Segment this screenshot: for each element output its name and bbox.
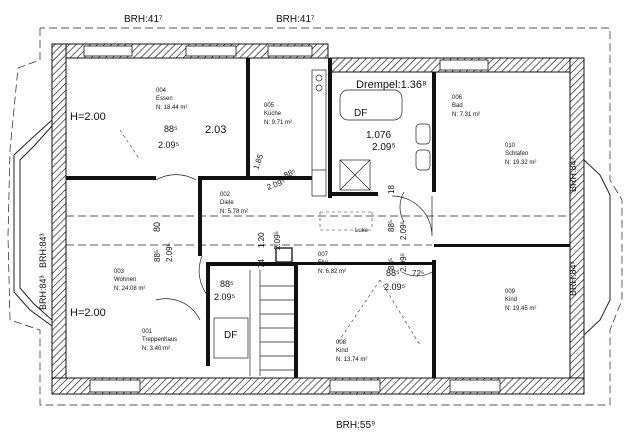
height-label-1: H=2.00 bbox=[70, 111, 106, 123]
svg-text:009: 009 bbox=[505, 289, 516, 295]
bath-fixtures bbox=[339, 89, 431, 191]
svg-text:Treppenhaus: Treppenhaus bbox=[142, 337, 177, 343]
ceiling-lines bbox=[66, 129, 570, 346]
roof-outline bbox=[7, 27, 623, 406]
svg-text:88⁵: 88⁵ bbox=[283, 167, 298, 180]
svg-text:74: 74 bbox=[257, 259, 266, 268]
svg-text:010: 010 bbox=[505, 143, 516, 149]
svg-text:Bad: Bad bbox=[452, 103, 463, 109]
svg-text:005: 005 bbox=[264, 103, 275, 109]
svg-text:2.09⁵: 2.09⁵ bbox=[158, 140, 180, 150]
room-001: 001 Treppenhaus N: 3.40 m² bbox=[142, 329, 177, 352]
interior-walls bbox=[66, 58, 570, 378]
svg-text:2.09⁵: 2.09⁵ bbox=[384, 282, 406, 292]
svg-text:Essen: Essen bbox=[156, 96, 173, 102]
stairs bbox=[213, 247, 294, 376]
room-010: 010 Schlafen N: 19.32 m² bbox=[505, 143, 536, 166]
svg-text:006: 006 bbox=[452, 95, 463, 101]
brh-right-2: BRH:84³ bbox=[568, 261, 578, 296]
room-007: 007 Flur N: 6.82 m² bbox=[318, 252, 346, 275]
svg-text:N: 19.32 m²: N: 19.32 m² bbox=[505, 160, 536, 166]
svg-text:2.09⁵: 2.09⁵ bbox=[273, 231, 282, 250]
svg-text:Wohnen: Wohnen bbox=[114, 277, 136, 283]
svg-text:2.09⁵: 2.09⁵ bbox=[399, 221, 408, 240]
svg-text:N: 13.74 m²: N: 13.74 m² bbox=[336, 357, 367, 363]
svg-text:003: 003 bbox=[114, 269, 125, 275]
svg-text:88⁵: 88⁵ bbox=[164, 124, 178, 134]
svg-text:007: 007 bbox=[318, 252, 329, 258]
room-009: 009 Kind N: 19.45 m² bbox=[505, 289, 536, 312]
drempel-label: Drempel:1.36⁸ bbox=[356, 79, 427, 91]
svg-text:Kind: Kind bbox=[336, 348, 348, 354]
brh-bottom: BRH:55⁹ bbox=[336, 420, 375, 431]
svg-text:004: 004 bbox=[156, 88, 167, 94]
brh-left-1: BRH:84³ bbox=[38, 233, 48, 268]
svg-text:80: 80 bbox=[152, 222, 162, 232]
svg-text:1.076: 1.076 bbox=[366, 130, 391, 141]
svg-text:18: 18 bbox=[387, 185, 396, 194]
svg-text:008: 008 bbox=[336, 340, 347, 346]
svg-text:N: 3.40 m²: N: 3.40 m² bbox=[142, 346, 170, 352]
svg-text:2.09⁵: 2.09⁵ bbox=[399, 253, 408, 272]
brh-right-1: BRH:84³ bbox=[568, 157, 578, 192]
svg-text:N: 6.82 m²: N: 6.82 m² bbox=[318, 269, 346, 275]
svg-text:2.09⁵: 2.09⁵ bbox=[372, 142, 396, 153]
svg-text:2.09⁵: 2.09⁵ bbox=[214, 292, 236, 302]
windows bbox=[83, 45, 501, 393]
svg-text:Kind: Kind bbox=[505, 297, 517, 303]
svg-text:1.85: 1.85 bbox=[251, 152, 265, 170]
room-005: 005 Küche N: 9.71 m² bbox=[264, 103, 292, 126]
svg-text:88⁵: 88⁵ bbox=[387, 258, 396, 270]
svg-text:N: 5.78 m²: N: 5.78 m² bbox=[220, 209, 248, 215]
svg-text:N: 24.08 m²: N: 24.08 m² bbox=[114, 286, 145, 292]
svg-text:N: 19.45 m²: N: 19.45 m² bbox=[505, 306, 536, 312]
svg-text:1.20: 1.20 bbox=[257, 232, 266, 248]
df-label-stairs: DF bbox=[224, 330, 237, 341]
luke-label: Luke bbox=[355, 228, 369, 234]
svg-text:88⁵: 88⁵ bbox=[220, 279, 234, 289]
brh-top-left: BRH:41⁷ bbox=[124, 14, 163, 25]
room-006: 006 Bad N: 7.31 m² bbox=[452, 95, 480, 118]
svg-text:Diele: Diele bbox=[220, 200, 234, 206]
df-label-bad: DF bbox=[354, 108, 367, 119]
svg-text:N: 18.44 m²: N: 18.44 m² bbox=[156, 105, 187, 111]
kitchen-counter bbox=[311, 69, 327, 197]
room-002: 002 Diele N: 5.78 m² bbox=[220, 192, 248, 215]
svg-text:72⁵: 72⁵ bbox=[412, 269, 424, 278]
svg-text:2.09⁵: 2.09⁵ bbox=[165, 243, 174, 262]
svg-text:002: 002 bbox=[220, 192, 231, 198]
svg-text:N: 9.71 m²: N: 9.71 m² bbox=[264, 120, 292, 126]
svg-text:Flur: Flur bbox=[318, 260, 328, 266]
svg-text:N: 7.31 m²: N: 7.31 m² bbox=[452, 112, 480, 118]
dimensions: 88⁵ 2.03 2.09⁵ 1.076 2.09⁵ 88⁵ 2.09⁵ 1.8… bbox=[152, 124, 424, 302]
brh-left-2: BRH:84³ bbox=[38, 275, 48, 310]
svg-text:88⁵: 88⁵ bbox=[387, 220, 396, 232]
svg-text:Schlafen: Schlafen bbox=[505, 151, 528, 157]
room-003: 003 Wohnen N: 24.08 m² bbox=[114, 269, 145, 292]
door-swings bbox=[155, 174, 433, 321]
room-008: 008 Kind N: 13.74 m² bbox=[336, 340, 367, 363]
svg-text:Küche: Küche bbox=[264, 111, 282, 117]
svg-text:001: 001 bbox=[142, 329, 153, 335]
svg-text:88⁵: 88⁵ bbox=[386, 268, 400, 278]
height-label-2: H=2.00 bbox=[70, 307, 106, 319]
svg-text:88⁵: 88⁵ bbox=[153, 250, 162, 262]
brh-top-right: BRH:41⁷ bbox=[276, 14, 315, 25]
room-004: 004 Essen N: 18.44 m² bbox=[156, 88, 187, 111]
svg-text:2.03: 2.03 bbox=[205, 124, 226, 136]
